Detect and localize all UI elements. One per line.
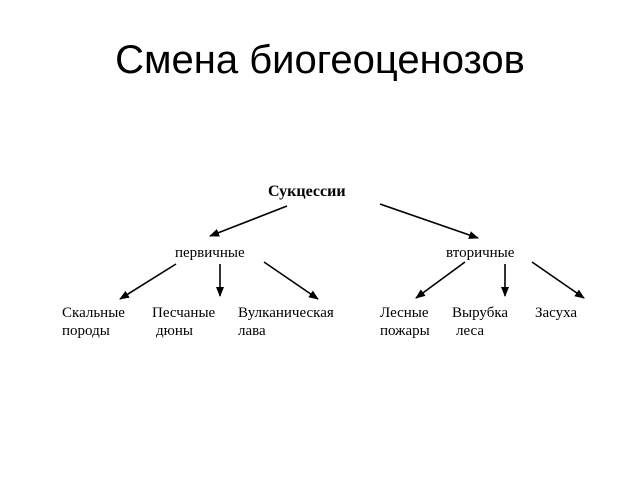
branch-secondary: вторичные [446,245,515,261]
leaf-line2: породы [62,323,110,339]
leaf-line1: Лесные [380,305,429,321]
arrow-primary-to-lava [263,261,319,300]
leaf-line2: леса [456,323,485,339]
leaf-sand-dunes: Песчаные дюны [152,304,215,340]
leaf-line1: Скальные [62,305,125,321]
leaf-drought: Засуха [535,304,577,322]
leaf-volcanic-lava: Вулканическая лава [238,304,334,340]
arrow-primary-to-rocks [119,263,177,300]
arrow-secondary-to-drought [531,261,585,299]
leaf-line1: Вырубка [452,305,509,321]
leaf-rocky-rocks: Скальные породы [62,304,125,340]
arrow-secondary-to-fires [415,261,466,299]
leaf-line2: дюны [156,323,193,339]
slide-title: Смена биогеоценозов [115,38,525,82]
leaf-line1: Вулканическая [238,305,334,321]
leaf-line2: пожары [380,323,430,339]
arrow-root-to-secondary [379,203,479,239]
branch-primary: первичные [175,245,245,261]
leaf-forest-logging: Вырубка леса [452,304,508,340]
leaf-line1: Песчаные [152,305,216,321]
arrow-root-to-primary [209,205,288,237]
leaf-forest-fires: Лесные пожары [380,304,430,340]
leaf-line1: Засуха [535,305,578,321]
leaf-line2: лава [238,323,266,339]
root-node: Сукцессии [268,183,346,200]
